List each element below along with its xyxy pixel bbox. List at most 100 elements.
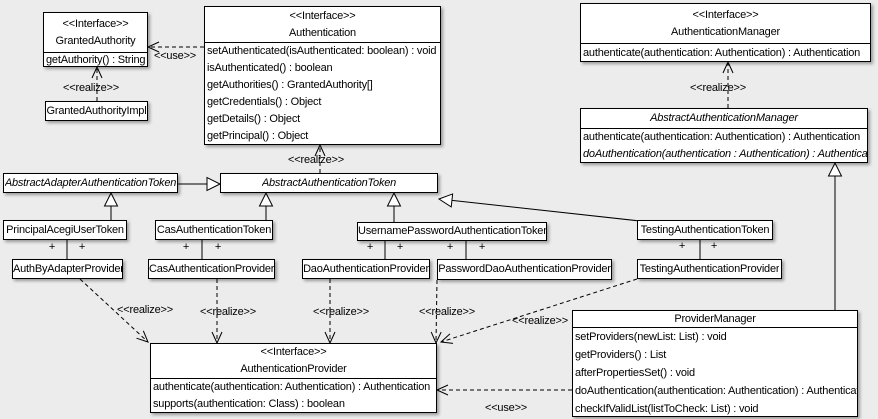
method-text: doAuthentication(authentication: Authent… [575, 385, 857, 397]
class-name: TestingAuthenticationToken [640, 223, 770, 236]
method-text: afterPropertiesSet() : void [575, 367, 695, 379]
method-text: getProviders() : List [575, 349, 667, 361]
stereotype-label: <<realize>> [288, 154, 344, 166]
class-cas-authentication-provider: CasAuthenticationProvider [148, 259, 275, 279]
stereotype-label: <<realize>> [419, 306, 475, 318]
multiplicity-label: + [478, 241, 486, 253]
edge-gen-upat-to-abstract-token-triangle [386, 191, 402, 207]
class-cas-authentication-token: CasAuthenticationToken [155, 220, 273, 240]
stereotype-label: <<use>> [153, 50, 197, 62]
stereotype-text: <<Interface>> [260, 346, 327, 358]
edge-use-provider-manager-to-provider-arrowhead [435, 384, 449, 396]
class-name: AuthByAdapterProvider [13, 262, 122, 275]
stereotype-label: <<realize>> [200, 306, 256, 318]
edge-use-authentication-to-granted-authority-arrowhead [146, 41, 160, 53]
class-name: PasswordDaoAuthenticationProvider [438, 263, 611, 275]
method-text: checkIfValidList(listToCheck: List) : vo… [575, 403, 759, 415]
edge-real-abstract-token-to-authentication-arrowhead [314, 143, 326, 157]
class-username-password-authentication-token: UsernamePasswordAuthenticationToken [357, 222, 547, 241]
method-text: doAuthentication(authentication : Authen… [583, 148, 867, 160]
class-dao-authentication-provider: DaoAuthenticationProvider [302, 259, 430, 279]
stereotype-label: <<realize>> [63, 82, 119, 94]
class-name: TestingAuthenticationProvider [639, 262, 780, 275]
edge-real-auth-by-adapter-to-provider [79, 278, 149, 343]
class-authentication-manager: <<Interface>> AuthenticationManager authen… [580, 3, 871, 62]
multiplicity-label: + [396, 241, 404, 253]
edge-real-testing-provider-to-provider [440, 278, 638, 343]
edge-real-abstract-manager-to-manager-arrowhead [722, 60, 734, 74]
edge-real-auth-by-adapter-to-provider-arrowhead [136, 330, 149, 343]
class-name: Authentication [289, 26, 356, 39]
edge-gen-cas-token-to-abstract-token-triangle [258, 191, 274, 207]
class-name: UsernamePasswordAuthenticationToken [358, 225, 546, 237]
methods-compartment: authenticate(authentication: Authenticat… [151, 378, 436, 413]
multiplicity-label: + [182, 241, 190, 253]
class-name: GrantedAuthority [55, 34, 136, 47]
method-text: getDetails() : Object [207, 113, 301, 125]
class-name: AbstractAuthenticationManager [650, 112, 798, 124]
class-testing-authentication-token: TestingAuthenticationToken [637, 220, 773, 240]
methods-compartment: setAuthenticated(isAuthenticated: boolea… [205, 42, 440, 145]
class-abstract-authentication-token: AbstractAuthenticationToken [220, 173, 438, 193]
method-text: setProviders(newList: List) : void [575, 331, 727, 343]
class-name: AuthenticationManager [671, 25, 780, 38]
method-text: getCredentials() : Object [207, 96, 322, 108]
stereotype-label: <<realize>> [512, 315, 568, 327]
stereotype-label: <<realize>> [117, 304, 173, 316]
class-name: PrincipalAcegiUserToken [6, 223, 124, 236]
multiplicity-label: + [78, 241, 86, 253]
method-text: setAuthenticated(isAuthenticated: boolea… [207, 45, 437, 57]
methods-compartment: authenticate(authentication: Authenticat… [581, 43, 870, 62]
class-name: GrantedAuthorityImpl [46, 104, 147, 117]
class-granted-authority-impl: GrantedAuthorityImpl [45, 101, 148, 121]
class-name: AbstractAuthenticationToken [261, 176, 397, 189]
class-principal-acegi-user-token: PrincipalAcegiUserToken [3, 220, 127, 240]
edge-gen-testing-token-to-abstract-token [451, 199, 641, 222]
class-header: <<Interface>> AuthenticationManager [581, 4, 870, 43]
class-name: CasAuthenticationToken [156, 223, 272, 236]
class-name: CasAuthenticationProvider [149, 262, 274, 275]
method-text: authenticate(authentication: Authenticat… [153, 381, 431, 393]
stereotype-text: <<Interface>> [692, 8, 759, 21]
class-header: <<Interface>> Authentication [205, 7, 440, 42]
edge-gen-principal-to-adapter-token-triangle [103, 191, 119, 207]
methods-compartment: authenticate(authentication: Authenticat… [581, 128, 867, 163]
methods-compartment: setProviders(newList: List) : void getPro… [573, 327, 857, 418]
stereotype-text: <<Interface>> [289, 9, 356, 22]
multiplicity-label: + [678, 240, 686, 252]
class-abstract-authentication-manager: AbstractAuthenticationManager authenticat… [580, 108, 868, 163]
edge-gen-provider-manager-to-abstract-manager-triangle [827, 161, 843, 177]
multiplicity-label: + [710, 240, 718, 252]
stereotype-label: <<realize>> [313, 306, 369, 318]
stereotype-text: <<Interface>> [62, 17, 129, 30]
method-text: authenticate(authentication: Authenticat… [583, 131, 861, 143]
class-header: ProviderManager [573, 311, 857, 327]
class-granted-authority: <<Interface>> GrantedAuthority getAuthorit… [43, 12, 148, 67]
class-abstract-adapter-authentication-token: AbstractAdapterAuthenticationToken [3, 173, 178, 193]
method-text: getAuthorities() : GrantedAuthority[] [207, 79, 373, 91]
stereotype-label: <<realize>> [690, 82, 746, 94]
class-name: AuthenticationProvider [240, 363, 347, 375]
multiplicity-label: + [214, 241, 222, 253]
class-header: <<Interface>> GrantedAuthority [44, 13, 147, 52]
class-provider-manager: ProviderManager setProviders(newList: Lis… [572, 310, 858, 417]
class-name: DaoAuthenticationProvider [303, 262, 429, 275]
class-password-dao-authentication-provider: PasswordDaoAuthenticationProvider [437, 259, 612, 280]
class-header: AbstractAuthenticationManager [581, 109, 867, 128]
method-text: getAuthority() : String [46, 54, 146, 66]
method-text: getPrincipal() : Object [207, 130, 309, 142]
edge-gen-testing-token-to-abstract-token-triangle [437, 193, 454, 208]
multiplicity-label: + [446, 241, 454, 253]
class-authentication: <<Interface>> Authentication setAuthentica… [204, 6, 441, 145]
class-auth-by-adapter-provider: AuthByAdapterProvider [12, 259, 123, 279]
class-header: <<Interface>> AuthenticationProvider [151, 344, 436, 378]
multiplicity-label: + [366, 241, 374, 253]
edge-real-testing-provider-to-provider-arrowhead [439, 333, 454, 344]
class-name: ProviderManager [674, 313, 756, 325]
method-text: supports(authentication: Class) : boolea… [153, 398, 345, 410]
method-text: authenticate(authentication: Authenticat… [583, 47, 861, 59]
class-authentication-provider: <<Interface>> AuthenticationProvider authe… [150, 343, 437, 413]
edge-gen-adapter-token-to-abstract-token-triangle [206, 176, 222, 192]
class-name: AbstractAdapterAuthenticationToken [4, 176, 177, 189]
